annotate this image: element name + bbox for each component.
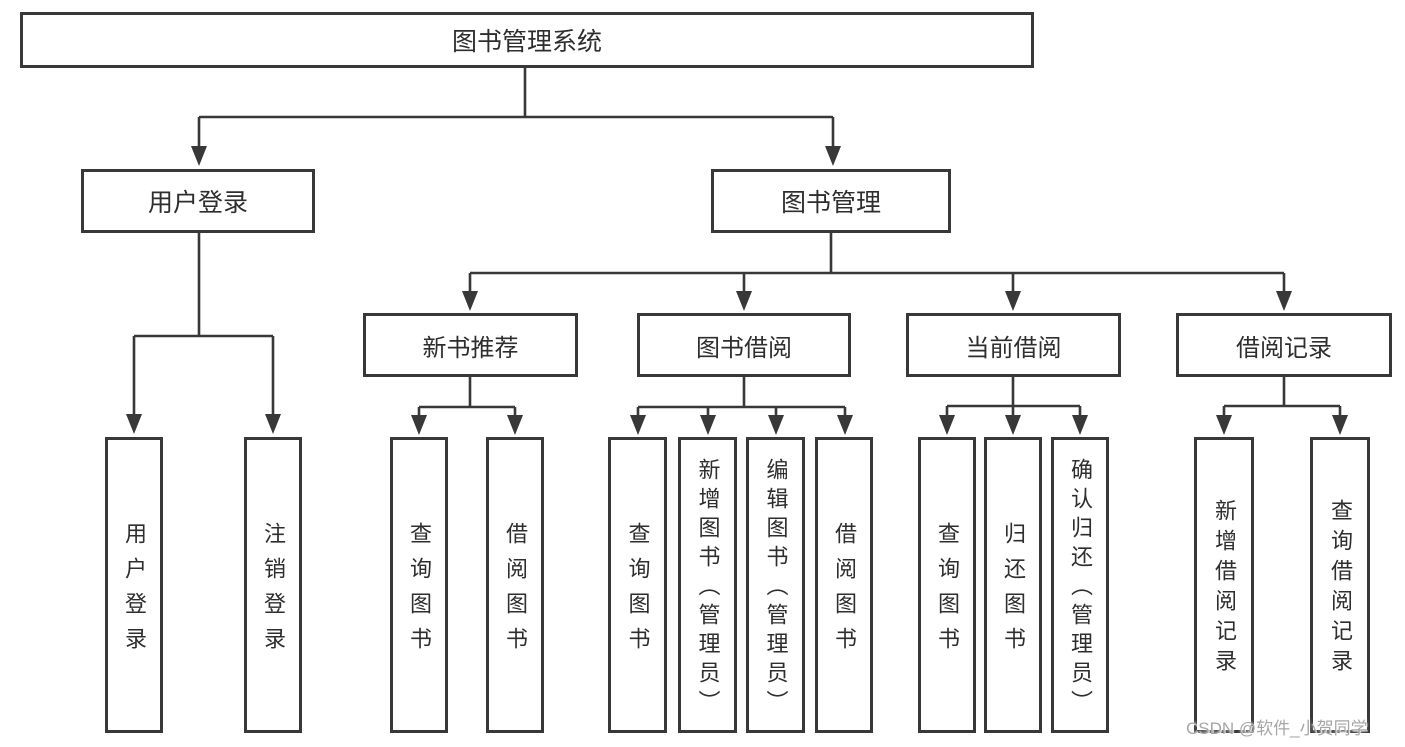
node-book-borrowing: 图书借阅 xyxy=(637,313,851,377)
leaf-label: 查询借阅记录 xyxy=(1328,499,1353,679)
leaf-add-books-admin: 新增图书（管理员） xyxy=(678,437,737,733)
leaf-label: 借阅图书 xyxy=(832,521,857,662)
node-book-management: 图书管理 xyxy=(711,169,951,233)
leaf-label: 查询图书 xyxy=(625,521,651,662)
node-label: 借阅记录 xyxy=(1236,334,1332,362)
leaf-label: 确认归还（管理员） xyxy=(1068,458,1093,719)
node-user-login: 用户登录 xyxy=(81,169,315,233)
leaf-label: 新增图书（管理员） xyxy=(695,458,721,719)
node-new-book-recommend: 新书推荐 xyxy=(363,313,578,377)
leaf-label: 查询图书 xyxy=(935,521,960,662)
leaf-label: 查询图书 xyxy=(407,521,432,662)
leaf-return-books: 归还图书 xyxy=(984,437,1042,733)
node-label: 当前借阅 xyxy=(965,334,1062,362)
leaf-query-borrow-record: 查询借阅记录 xyxy=(1310,437,1370,733)
leaf-query-books-recommend: 查询图书 xyxy=(390,437,448,733)
arrowheads xyxy=(126,146,1348,435)
node-label: 图书借阅 xyxy=(696,334,792,362)
leaf-borrow-books-recommend: 借阅图书 xyxy=(486,437,544,733)
leaf-confirm-return-admin: 确认归还（管理员） xyxy=(1051,437,1109,733)
node-label: 用户登录 xyxy=(147,189,248,217)
node-label: 图书管理系统 xyxy=(451,28,602,56)
leaf-label: 归还图书 xyxy=(1001,521,1026,662)
node-library-system: 图书管理系统 xyxy=(20,12,1034,68)
leaf-borrow-books: 借阅图书 xyxy=(815,437,873,733)
leaf-label: 用户登录 xyxy=(122,521,147,662)
node-label: 新书推荐 xyxy=(422,334,519,362)
leaf-label: 借阅图书 xyxy=(503,521,528,662)
leaf-edit-books-admin: 编辑图书（管理员） xyxy=(746,437,805,733)
csdn-watermark: CSDN @软件_小贺同学 xyxy=(1186,719,1368,738)
leaf-user-login: 用户登录 xyxy=(105,437,163,733)
leaf-add-borrow-record: 新增借阅记录 xyxy=(1194,437,1254,733)
leaf-query-books-borrow: 查询图书 xyxy=(608,437,667,733)
node-borrowing-records: 借阅记录 xyxy=(1176,313,1392,377)
leaf-label: 注销登录 xyxy=(261,521,286,662)
leaf-query-books-current: 查询图书 xyxy=(918,437,976,733)
leaf-label: 编辑图书（管理员） xyxy=(763,458,789,719)
leaf-logout: 注销登录 xyxy=(244,437,302,733)
node-current-borrowing: 当前借阅 xyxy=(906,313,1121,377)
leaf-label: 新增借阅记录 xyxy=(1212,499,1237,679)
node-label: 图书管理 xyxy=(780,189,881,217)
